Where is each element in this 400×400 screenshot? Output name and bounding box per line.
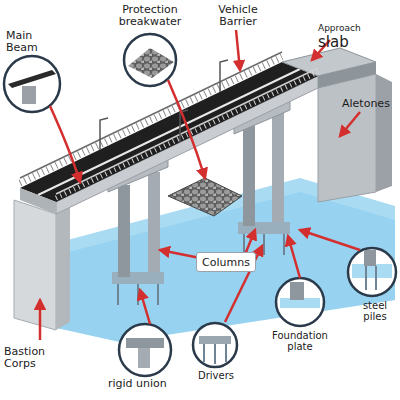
- abutment-side: [56, 207, 70, 330]
- part-label: Approach: [318, 24, 388, 34]
- water: [30, 178, 395, 342]
- deck-face: [56, 76, 318, 214]
- part-box: Columns: [196, 252, 256, 272]
- piles: [118, 234, 284, 305]
- part-label: Foundation plate: [268, 330, 332, 352]
- column: [272, 108, 284, 222]
- wing-wall-side: [376, 74, 392, 192]
- inset-breakwater: [124, 34, 176, 86]
- inset-foundation: [276, 278, 324, 326]
- inset-rigid-union: [119, 324, 171, 376]
- leader-arrows: [40, 30, 360, 340]
- wing-wall: [318, 74, 376, 202]
- part-label: rigid union: [108, 378, 168, 390]
- column: [148, 172, 160, 272]
- part-label: Protection breakwater: [105, 4, 195, 28]
- part-label: Drivers: [190, 370, 242, 381]
- approach-face: [318, 62, 376, 88]
- part-label: steel piles: [352, 300, 398, 322]
- inset-drivers: [193, 323, 237, 367]
- part-label: Vehicle Barrier: [208, 4, 268, 28]
- part-label: slab: [318, 34, 388, 51]
- abutment-front: [14, 200, 56, 330]
- deck-end: [20, 188, 56, 214]
- inset-steel-piles: [348, 248, 396, 296]
- part-label: Main Beam: [6, 30, 56, 54]
- column: [118, 185, 130, 277]
- inset-main-beam: [4, 56, 60, 112]
- part-label: Aletones: [342, 98, 400, 110]
- part-label: Bastion Corps: [4, 346, 60, 370]
- lane-divider: [38, 69, 300, 195]
- part-label: Columns: [202, 256, 250, 269]
- breakwater: [168, 178, 242, 216]
- column: [243, 120, 255, 226]
- deck-surface: [20, 62, 318, 202]
